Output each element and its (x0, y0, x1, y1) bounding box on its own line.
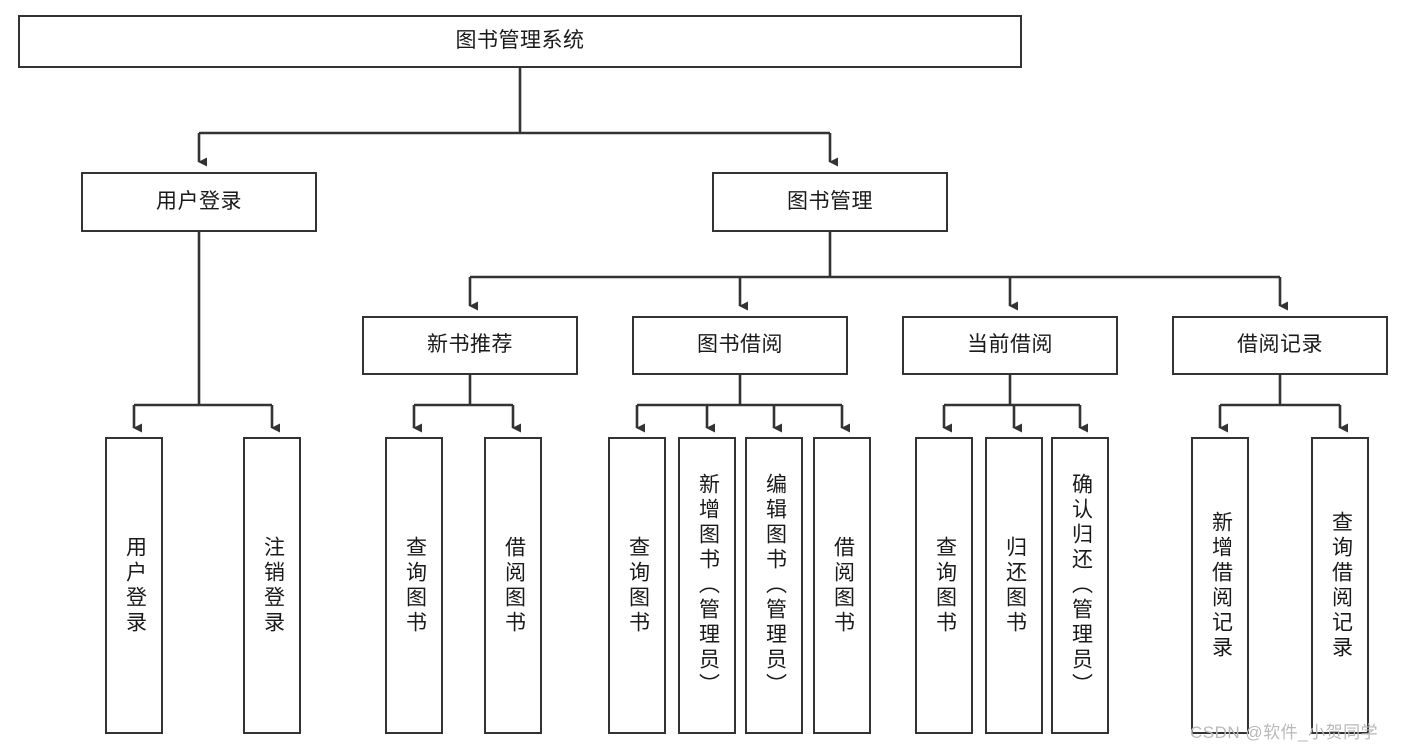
node-leaf-edit-book-admin[interactable]: 编辑图书（管理员） (745, 437, 803, 734)
node-label: 当前借阅 (967, 333, 1053, 357)
node-label: 查询图书 (626, 535, 650, 636)
node-current-borrow[interactable]: 当前借阅 (902, 316, 1118, 375)
node-leaf-user-login[interactable]: 用户登录 (105, 437, 163, 734)
node-label: 图书管理系统 (455, 29, 585, 53)
node-leaf-borrow-book-1[interactable]: 借阅图书 (484, 437, 542, 734)
node-leaf-query-book-1[interactable]: 查询图书 (385, 437, 443, 734)
node-label: 新增借阅记录 (1209, 510, 1233, 661)
node-leaf-borrow-book-2[interactable]: 借阅图书 (813, 437, 871, 734)
node-label: 借阅图书 (502, 535, 526, 636)
node-user-login[interactable]: 用户登录 (81, 172, 317, 232)
node-leaf-confirm-return-admin[interactable]: 确认归还（管理员） (1051, 437, 1109, 734)
node-label: 查询图书 (403, 535, 427, 636)
node-root-system[interactable]: 图书管理系统 (18, 15, 1022, 68)
node-label: 图书管理 (787, 189, 873, 213)
node-label: 用户登录 (156, 189, 242, 213)
node-label: 新书推荐 (427, 333, 513, 357)
node-label: 图书借阅 (697, 333, 783, 357)
node-label: 编辑图书（管理员） (763, 473, 787, 698)
node-label: 注销登录 (261, 535, 285, 636)
node-label: 用户登录 (123, 535, 147, 636)
node-label: 新增图书（管理员） (696, 473, 720, 698)
node-leaf-logout[interactable]: 注销登录 (243, 437, 301, 734)
node-label: 查询图书 (933, 535, 957, 636)
node-borrow-record[interactable]: 借阅记录 (1172, 316, 1388, 375)
node-new-book-recommend[interactable]: 新书推荐 (362, 316, 578, 375)
node-leaf-query-borrow-record[interactable]: 查询借阅记录 (1311, 437, 1369, 734)
node-book-borrow[interactable]: 图书借阅 (632, 316, 848, 375)
node-label: 借阅图书 (831, 535, 855, 636)
node-leaf-add-book-admin[interactable]: 新增图书（管理员） (678, 437, 736, 734)
node-leaf-query-book-3[interactable]: 查询图书 (915, 437, 973, 734)
node-leaf-return-book[interactable]: 归还图书 (985, 437, 1043, 734)
node-leaf-query-book-2[interactable]: 查询图书 (608, 437, 666, 734)
node-label: 借阅记录 (1237, 333, 1323, 357)
node-book-management[interactable]: 图书管理 (712, 172, 948, 232)
node-label: 确认归还（管理员） (1069, 473, 1093, 698)
node-label: 查询借阅记录 (1329, 510, 1353, 661)
node-label: 归还图书 (1003, 535, 1027, 636)
node-leaf-add-borrow-record[interactable]: 新增借阅记录 (1191, 437, 1249, 734)
csdn-watermark: CSDN @软件_小贺同学 (1190, 723, 1379, 742)
